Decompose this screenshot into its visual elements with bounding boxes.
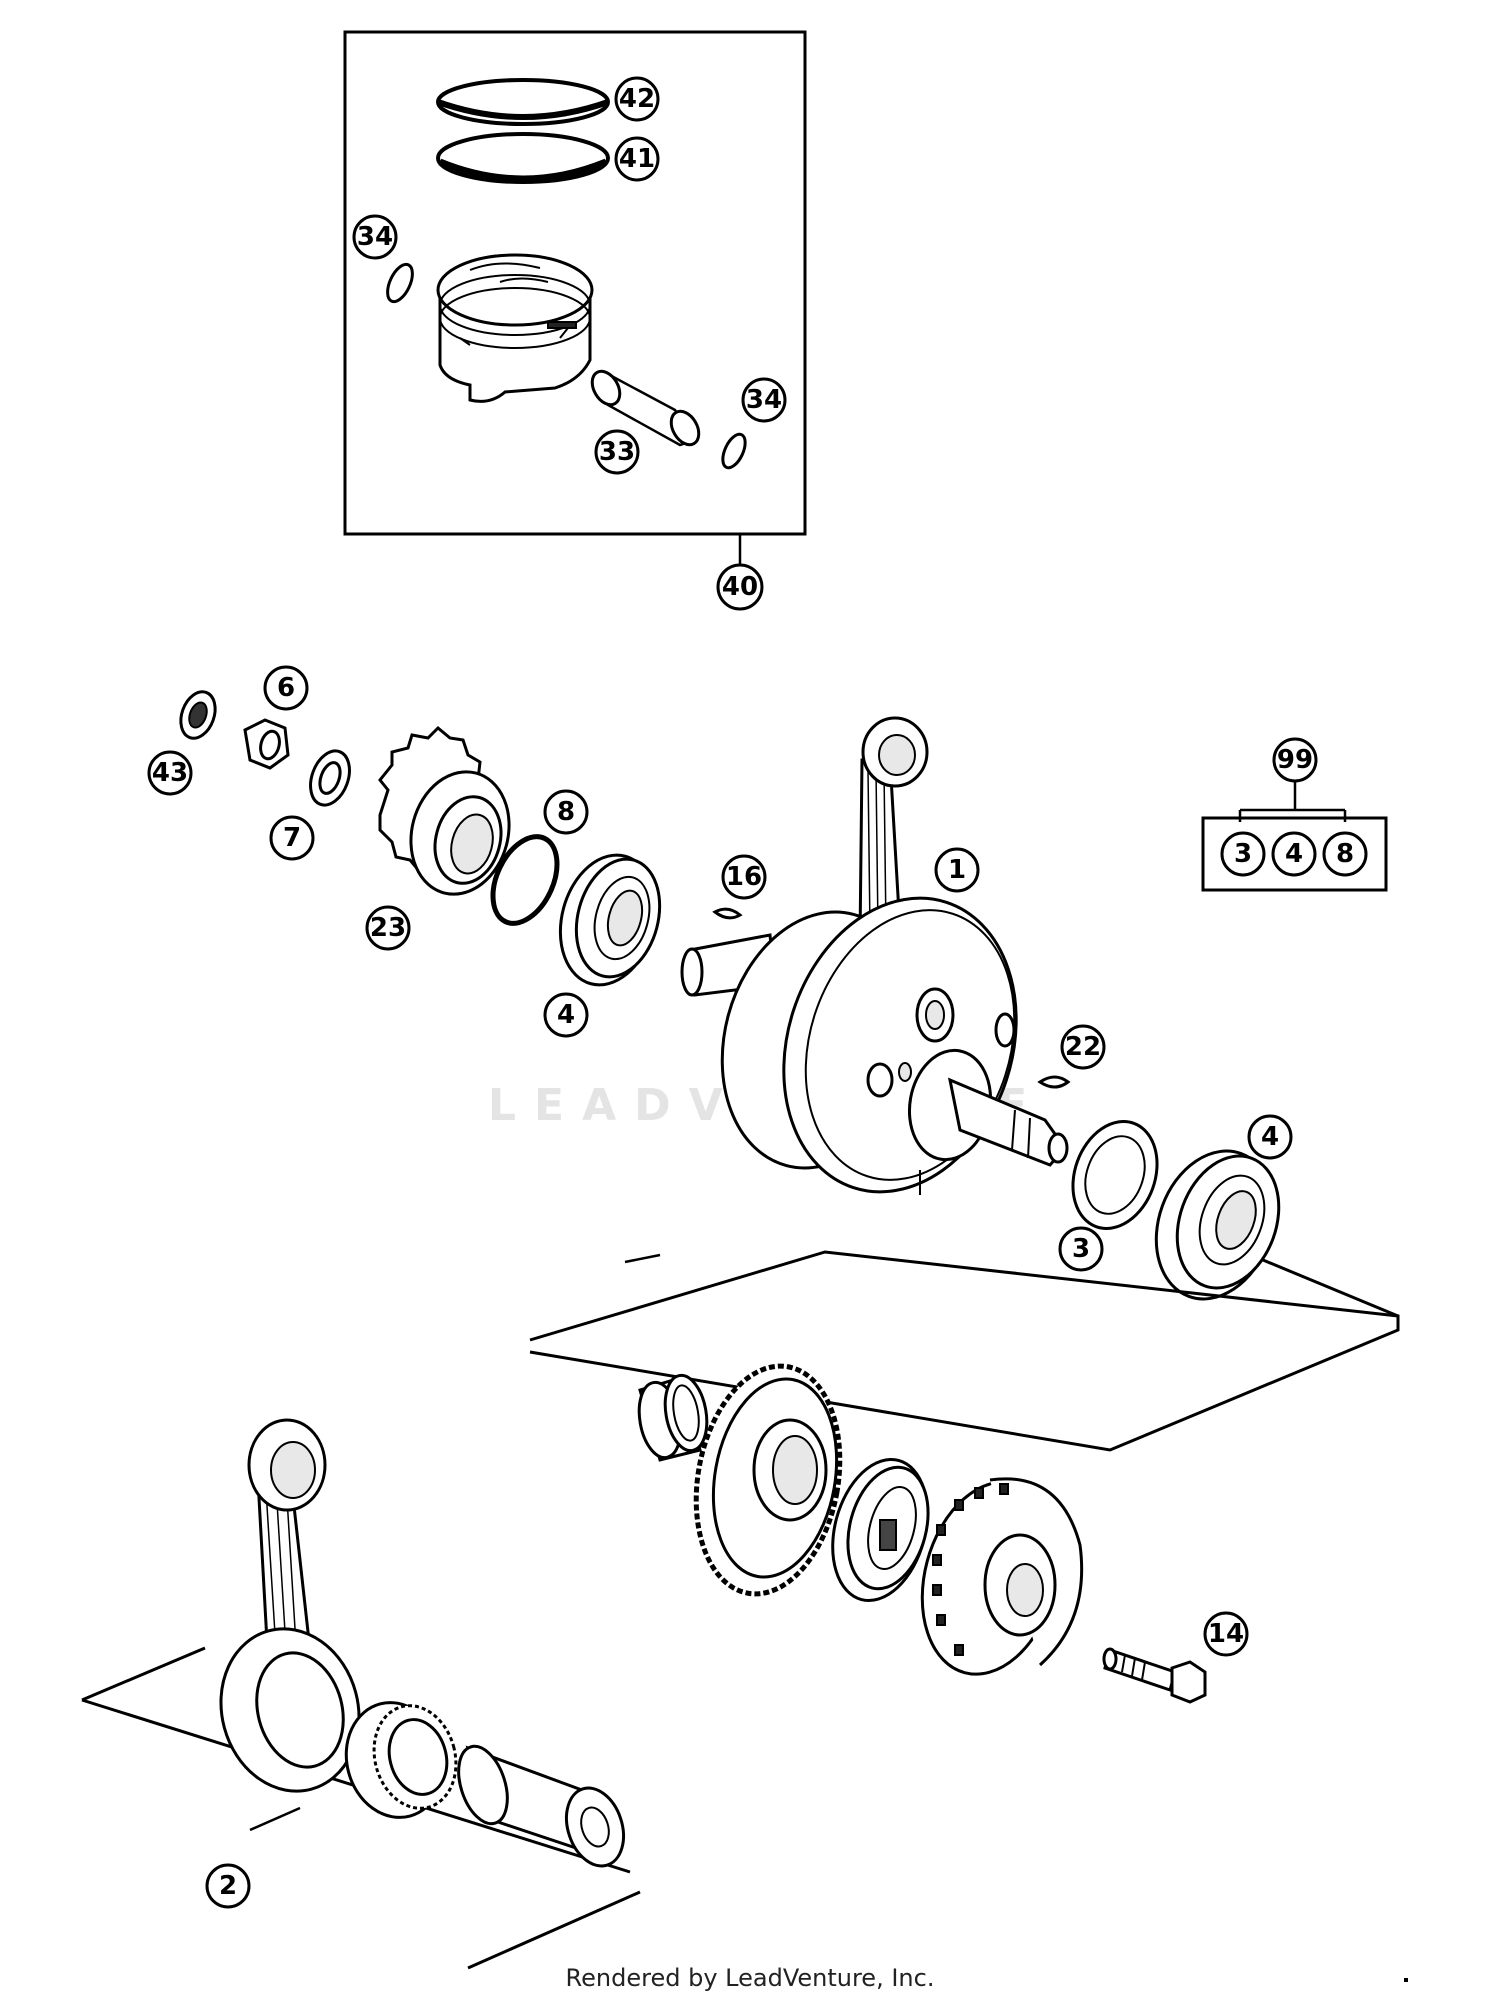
svg-text:22: 22 xyxy=(1065,1032,1101,1062)
starter-group-outline xyxy=(529,1250,1400,1452)
callout-14: 14 xyxy=(1203,1611,1249,1657)
piston-ring-top xyxy=(436,78,610,126)
bushing xyxy=(637,1373,709,1462)
crankshaft xyxy=(680,716,1069,1195)
corner-dot xyxy=(1404,1978,1408,1982)
svg-text:8: 8 xyxy=(557,797,575,827)
callout-43: 43 xyxy=(147,750,193,796)
freewheel-housing xyxy=(920,1477,1084,1676)
piston-pin-clip-right xyxy=(721,432,747,470)
piston-pin-clip-left xyxy=(386,262,414,304)
conrod-kit xyxy=(81,1418,641,1970)
woodruff-key-left xyxy=(712,907,743,920)
piston xyxy=(436,253,594,403)
callout-4-left: 4 xyxy=(543,992,589,1038)
svg-text:43: 43 xyxy=(152,758,188,788)
svg-text:33: 33 xyxy=(599,437,635,467)
svg-text:42: 42 xyxy=(619,84,655,114)
primary-gear xyxy=(378,725,511,896)
callout-23: 23 xyxy=(365,905,411,951)
footer-credit: Rendered by LeadVenture, Inc. xyxy=(565,1964,935,1992)
piston-kit-group xyxy=(343,30,807,565)
spacer-ring xyxy=(490,834,560,926)
housing-holes xyxy=(932,1483,1009,1656)
callout-7: 7 xyxy=(269,815,315,861)
callout-40: 40 xyxy=(716,563,764,611)
callout-99-item-4: 4 xyxy=(1271,831,1317,877)
callout-3: 3 xyxy=(1058,1226,1104,1272)
piston-pin xyxy=(590,369,701,447)
svg-text:6: 6 xyxy=(277,673,295,703)
woodruff-key-right xyxy=(1037,1075,1071,1089)
svg-text:34: 34 xyxy=(746,385,782,415)
callout-99-item-3: 3 xyxy=(1220,831,1266,877)
svg-text:14: 14 xyxy=(1208,1619,1244,1649)
svg-text:16: 16 xyxy=(726,862,762,892)
callout-34-right: 34 xyxy=(741,377,787,423)
svg-text:34: 34 xyxy=(357,222,393,252)
svg-text:41: 41 xyxy=(619,144,655,174)
shim-washer xyxy=(1071,1120,1159,1230)
svg-text:7: 7 xyxy=(283,823,301,853)
callout-6: 6 xyxy=(263,665,309,711)
oil-seal xyxy=(179,690,217,740)
bolt xyxy=(1102,1647,1207,1704)
svg-text:2: 2 xyxy=(219,1871,237,1901)
callout-33: 33 xyxy=(594,429,640,475)
svg-text:40: 40 xyxy=(722,572,758,602)
callout-4-right: 4 xyxy=(1247,1114,1293,1160)
callout-8: 8 xyxy=(543,789,589,835)
svg-text:3: 3 xyxy=(1072,1234,1090,1264)
piston-ring-bottom xyxy=(436,132,610,184)
callout-99: 99 xyxy=(1272,737,1318,783)
svg-text:3: 3 xyxy=(1234,839,1252,869)
piston-kit-box xyxy=(343,30,807,536)
svg-text:99: 99 xyxy=(1277,745,1313,775)
crank-pin xyxy=(457,1744,625,1868)
svg-text:1: 1 xyxy=(948,855,966,885)
callout-99-item-8: 8 xyxy=(1322,831,1368,877)
callout-2: 2 xyxy=(205,1863,251,1909)
callout-16: 16 xyxy=(721,854,767,900)
callout-22: 22 xyxy=(1060,1024,1106,1070)
freewheel-bearing xyxy=(831,1457,930,1603)
svg-text:23: 23 xyxy=(370,913,406,943)
starter-gear xyxy=(693,1363,843,1597)
main-bearing-left xyxy=(558,853,662,987)
main-bearing-right xyxy=(1154,1149,1281,1301)
callout-34-left: 34 xyxy=(352,214,398,260)
svg-text:8: 8 xyxy=(1336,839,1354,869)
needle-bearing xyxy=(344,1701,458,1819)
callout-41: 41 xyxy=(614,136,660,182)
callout-42: 42 xyxy=(614,76,660,122)
svg-text:4: 4 xyxy=(557,1000,575,1030)
callout-1: 1 xyxy=(934,847,980,893)
svg-text:4: 4 xyxy=(1285,839,1303,869)
leader-lines xyxy=(624,1253,661,1264)
svg-text:4: 4 xyxy=(1261,1122,1279,1152)
hex-nut xyxy=(243,718,290,770)
washer xyxy=(309,749,351,807)
